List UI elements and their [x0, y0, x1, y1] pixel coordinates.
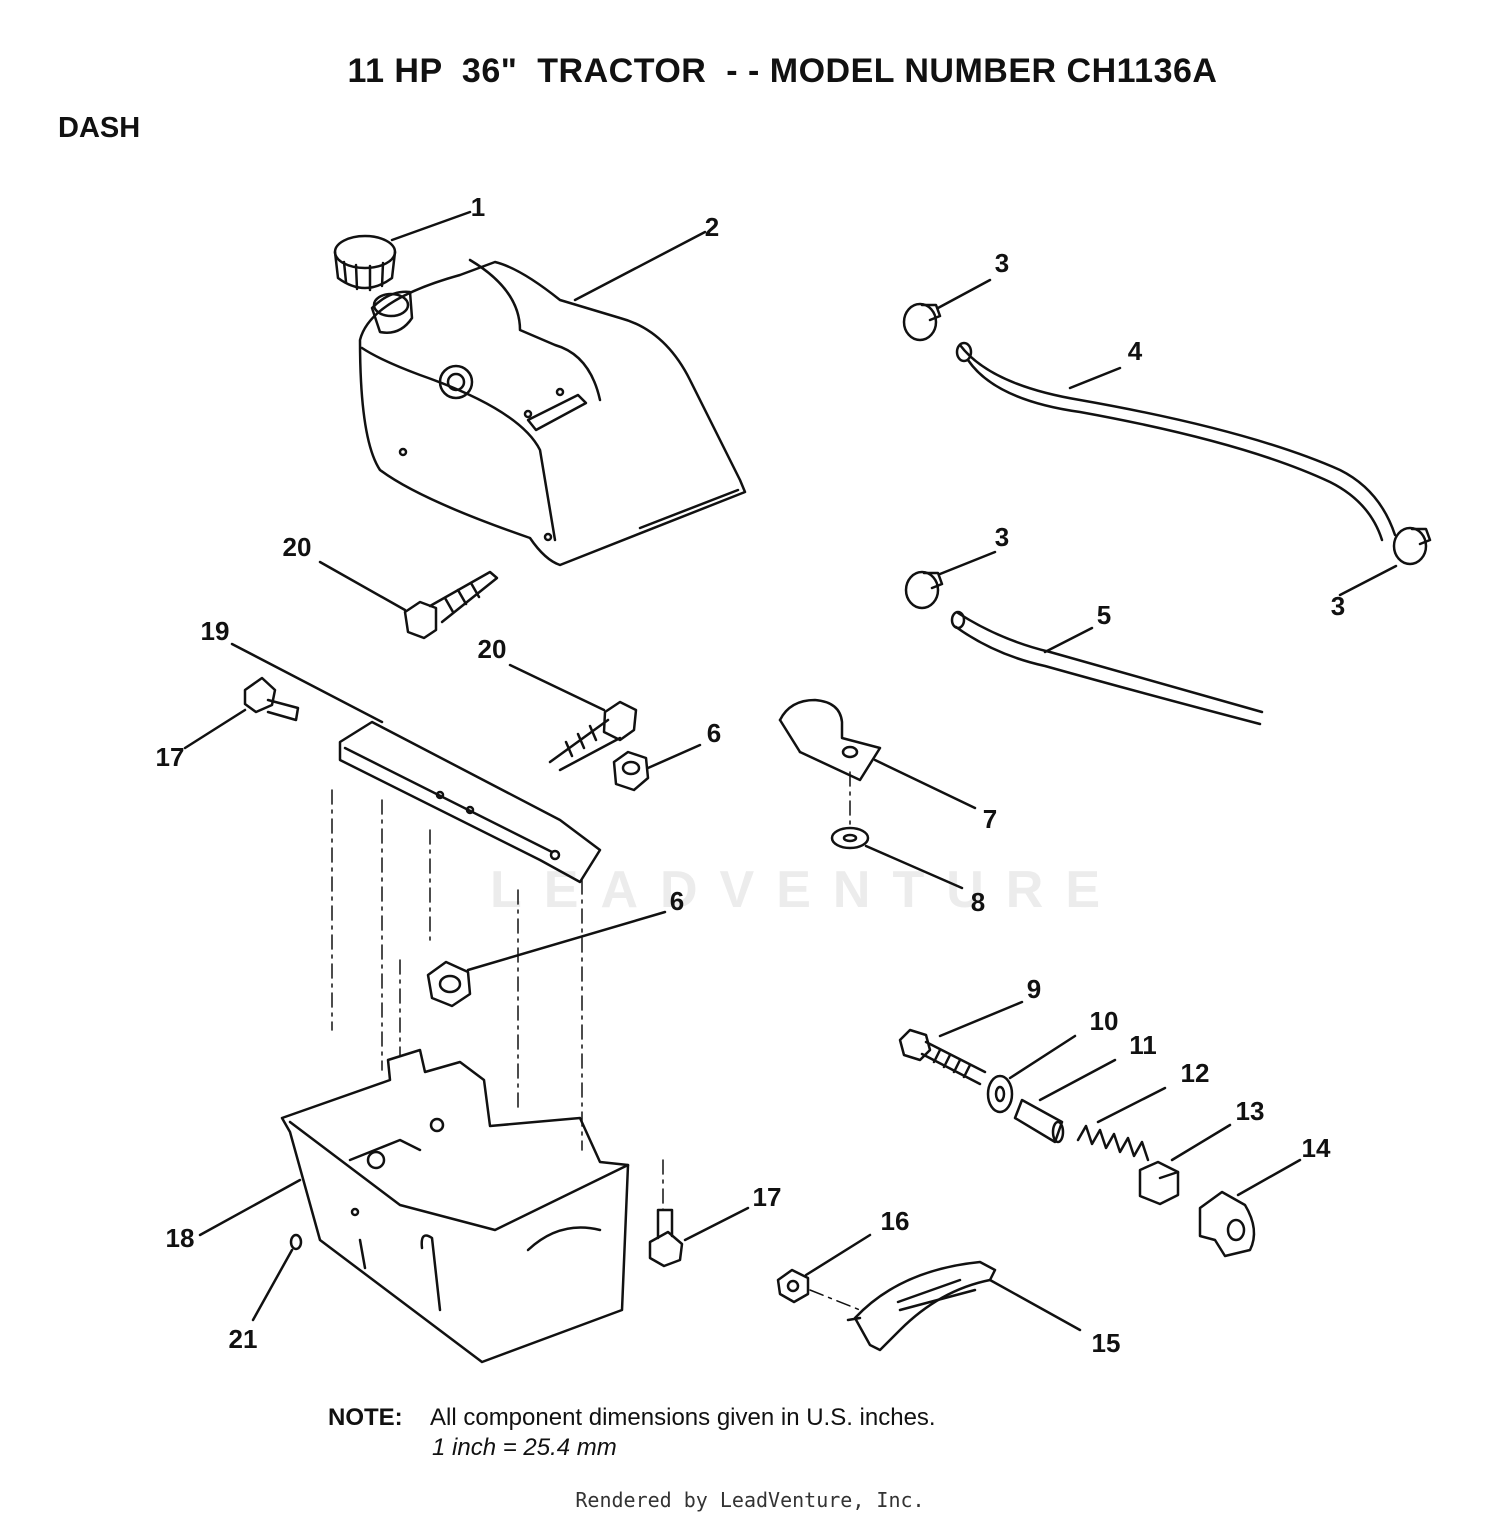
callout-11: 11: [1129, 1030, 1157, 1060]
callout-20b: 20: [478, 634, 507, 664]
callout-18: 18: [166, 1223, 195, 1253]
callout-17b: 17: [753, 1182, 782, 1212]
callout-9: 9: [1027, 974, 1041, 1004]
callout-2: 2: [705, 212, 719, 242]
dimension-note: NOTE: All component dimensions given in U…: [328, 1404, 936, 1461]
spring-part: [1076, 1086, 1167, 1162]
callout-13: 13: [1236, 1096, 1265, 1126]
note-line-1: All component dimensions given in U.S. i…: [430, 1404, 936, 1431]
hose-bracket-part: [778, 698, 977, 810]
callout-20a: 20: [283, 532, 312, 562]
callout-5: 5: [1097, 600, 1111, 630]
latch-part: [1138, 1123, 1232, 1206]
callout-15: 15: [1092, 1328, 1121, 1358]
mounting-bracket-part: [230, 642, 602, 884]
callout-6a: 6: [707, 718, 721, 748]
callout-8: 8: [971, 887, 985, 917]
shoulder-bolt-part: [183, 676, 750, 1268]
fuel-tank-part: [358, 230, 747, 567]
callout-19: 19: [201, 616, 230, 646]
washer-part: [830, 826, 964, 890]
page-title: 11 HP 36" TRACTOR - - MODEL NUMBER CH113…: [347, 52, 1218, 90]
render-credit: Rendered by LeadVenture, Inc.: [575, 1488, 925, 1512]
callout-3a: 3: [995, 248, 1009, 278]
callout-labels: 1 2 3 3 3 3 4 5 6 6 7 8 9 10 11 12 13 14…: [156, 192, 1346, 1358]
callout-10: 10: [1090, 1006, 1119, 1036]
alignment-lines: [331, 771, 861, 1311]
hose-clamp-part: [902, 278, 1432, 610]
section-title: DASH: [58, 112, 141, 144]
callout-17a: 17: [156, 742, 185, 772]
callout-16: 16: [881, 1206, 910, 1236]
plug-part: [251, 1233, 303, 1322]
callout-1: 1: [471, 192, 485, 222]
hex-nut-part: [426, 743, 702, 1008]
flat-washer-part: [986, 1034, 1077, 1114]
callout-3c: 3: [1331, 591, 1345, 621]
fuel-hose-short-part: [950, 610, 1264, 726]
bolt-part: [898, 1000, 1024, 1086]
callout-4: 4: [1128, 336, 1143, 366]
callout-7: 7: [983, 804, 997, 834]
indicator-plate-part: [846, 1260, 1082, 1352]
callout-3b: 3: [995, 522, 1009, 552]
fuel-cap-part: [333, 210, 472, 292]
note-line-2: 1 inch = 25.4 mm: [432, 1434, 617, 1461]
note-label: NOTE:: [328, 1404, 403, 1431]
screw-part: [318, 560, 638, 772]
callout-21: 21: [229, 1324, 258, 1354]
callout-6b: 6: [670, 886, 684, 916]
fuel-hose-long-part: [955, 341, 1397, 542]
watermark: LEADVENTURE: [490, 861, 1123, 919]
callout-14: 14: [1302, 1133, 1331, 1163]
flange-nut-part: [776, 1233, 872, 1304]
dash-panel-part: [198, 1048, 630, 1364]
callout-12: 12: [1181, 1058, 1210, 1088]
spacer-part: [1013, 1058, 1117, 1144]
cam-plate-part: [1198, 1158, 1302, 1258]
